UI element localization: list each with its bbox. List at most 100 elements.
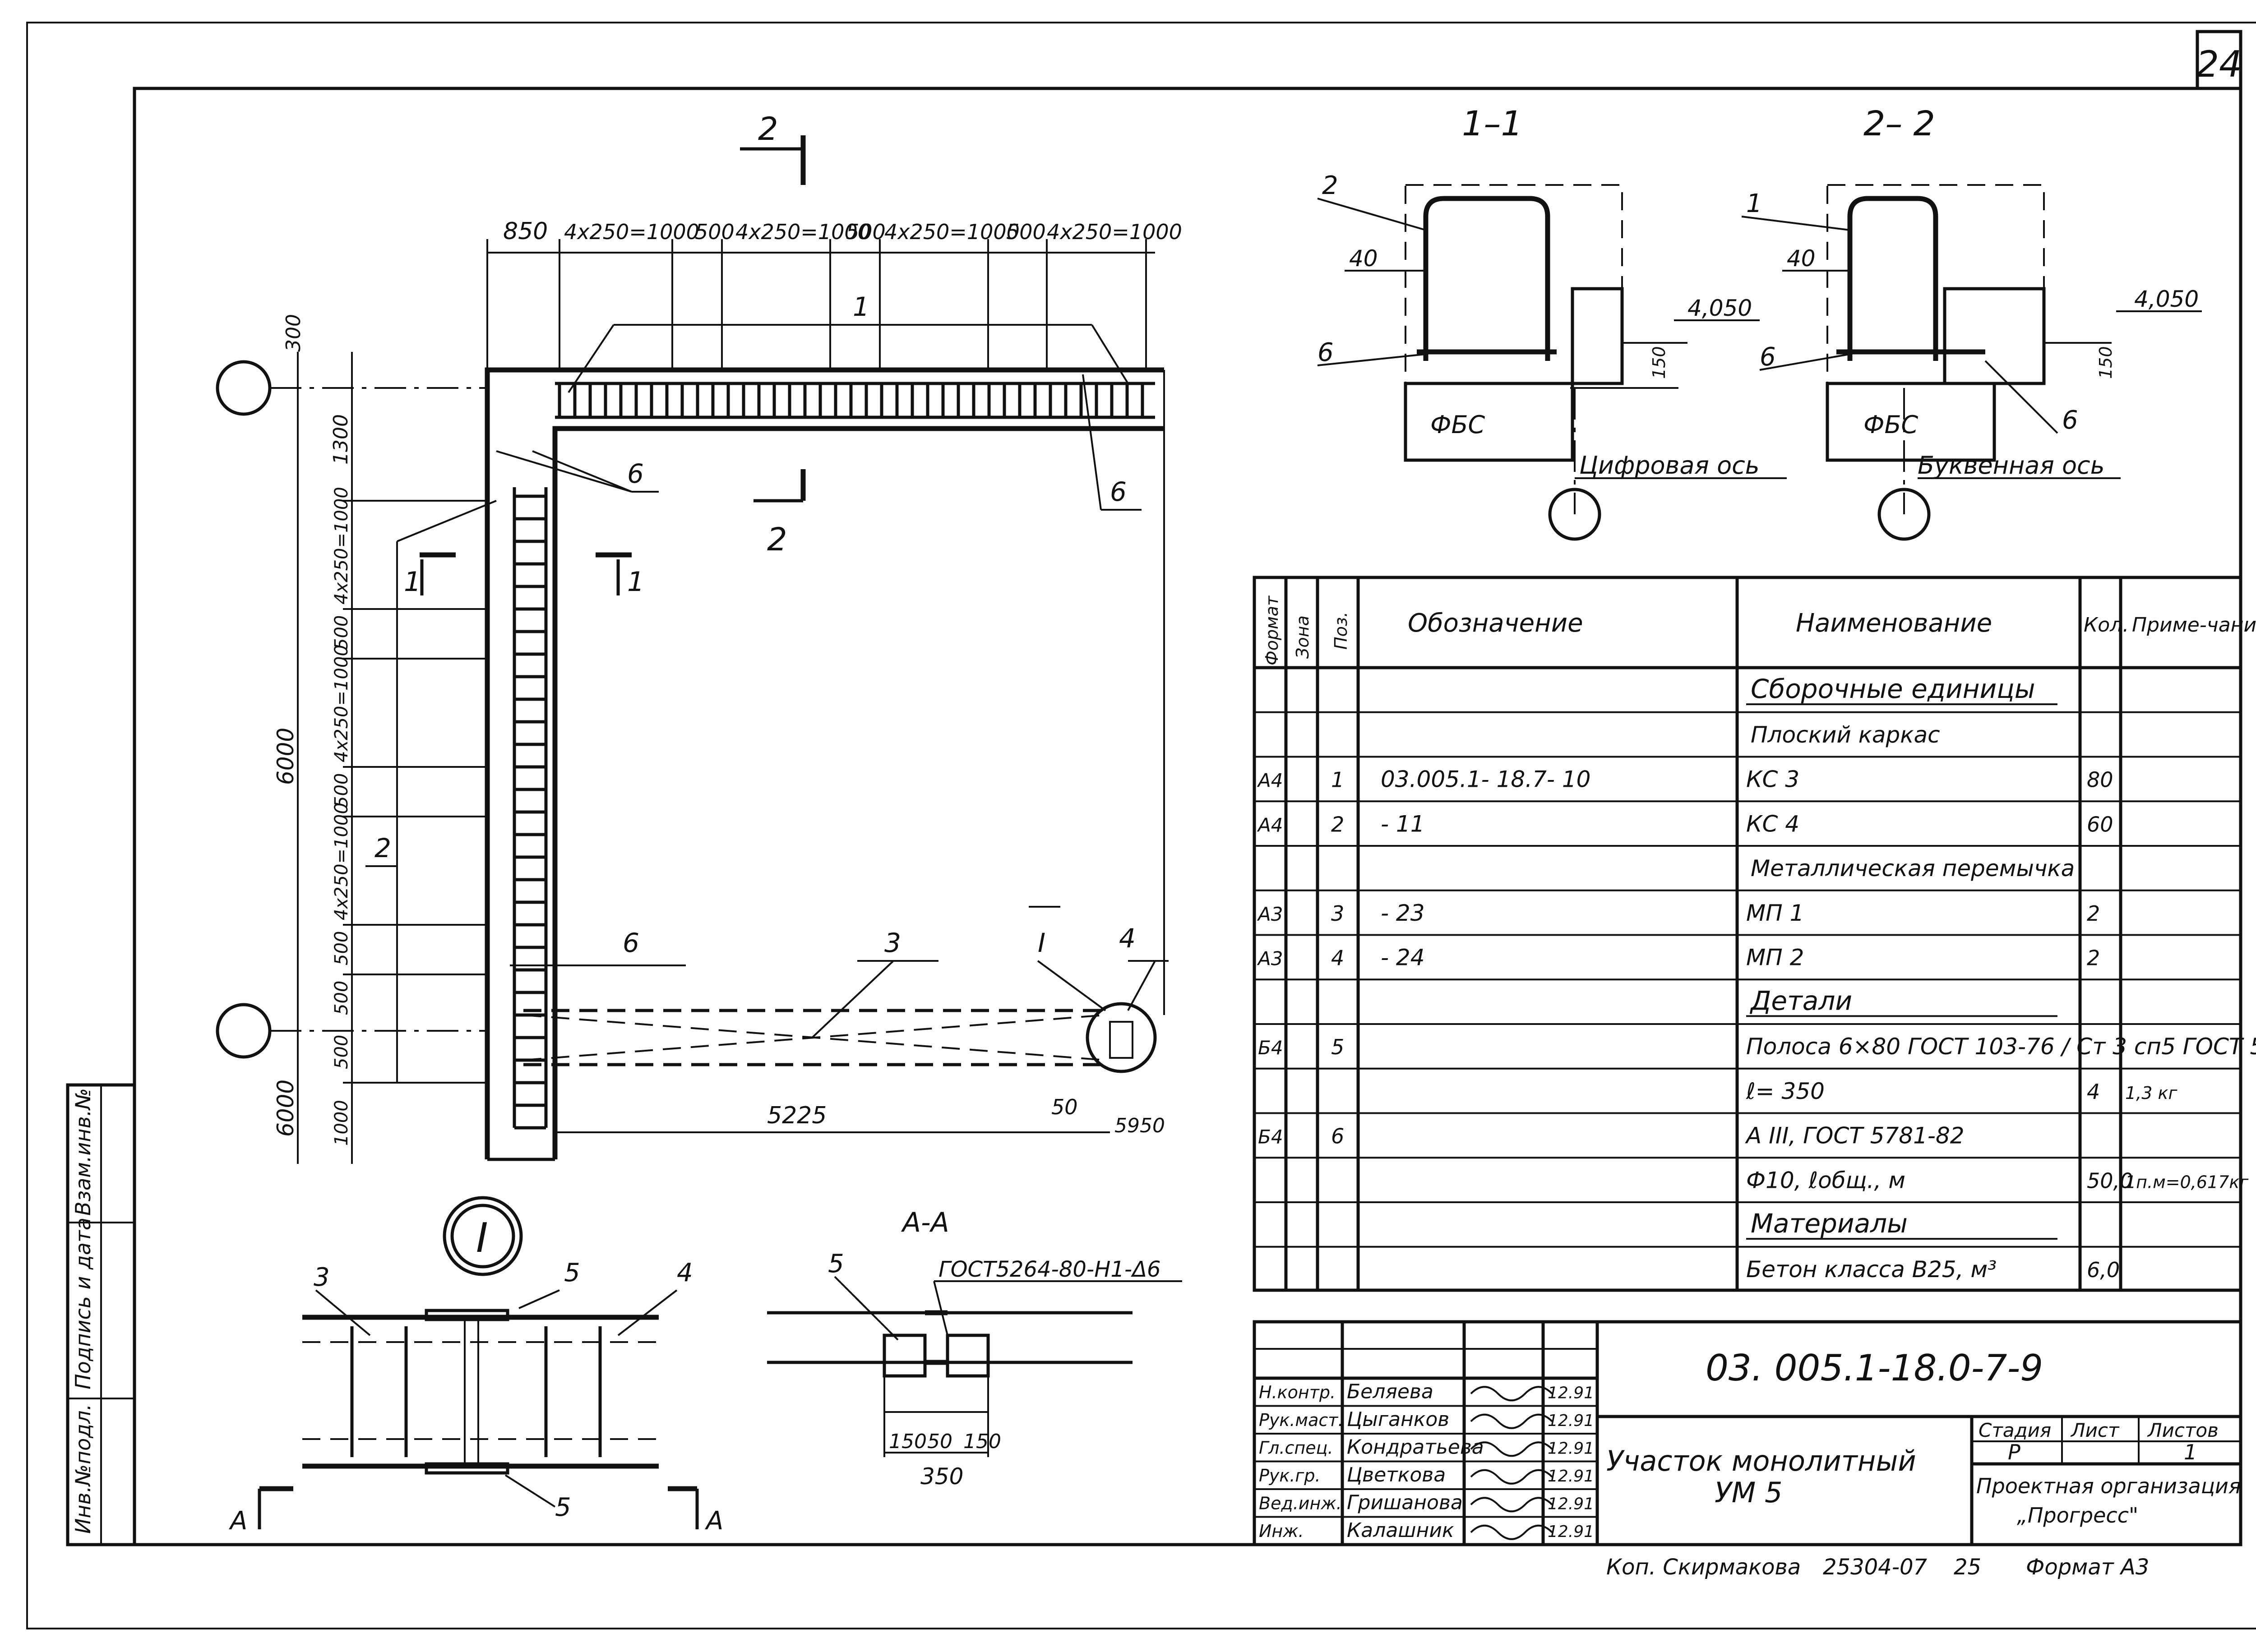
organization-line1: Проектная организация (1976, 1474, 2241, 1498)
signature-scribble (1470, 1469, 1553, 1485)
spec-cell-pos: 6 (1331, 1124, 1344, 1149)
callout-6b: 6 (1110, 476, 1127, 507)
document-code: 03. 005.1-18.0-7-9 (1706, 1347, 2043, 1389)
title-line1: Участок монолитный (1606, 1444, 1916, 1477)
footer-format: Формат А3 (2026, 1555, 2149, 1580)
top-dim-2: 500 (695, 220, 735, 244)
node-I-cut-a-left: А (229, 1506, 247, 1536)
left-dim-3: 500 (331, 615, 352, 650)
sheet-number: 24 (2196, 43, 2242, 85)
side-stamp-replace: Взам.инв.№ (71, 1088, 95, 1216)
bottom-dim-0: 5225 (767, 1102, 827, 1129)
spec-cell-format: Б4 (1258, 1037, 1283, 1059)
signature-role: Вед.инж. (1259, 1493, 1342, 1513)
signature-name: Беляева (1347, 1380, 1433, 1403)
spec-header-format: Формат (1262, 595, 1282, 665)
footer-number: 25304-07 (1823, 1555, 1928, 1580)
section-1-1-label-40: 40 (1349, 245, 1378, 272)
spec-cell-format: А3 (1257, 903, 1283, 925)
wall-inner (552, 426, 1164, 1159)
left-dim-6: 4x250=1000 (331, 803, 352, 920)
spec-cell-name: Металлическая перемычка (1751, 855, 2075, 881)
signature-name: Цыганков (1347, 1408, 1449, 1431)
section-1-1: 1–1 ФБС 2 40 6 4,050 150 Цифровая ось (1317, 103, 1787, 541)
plan-view: 850 4x250=1000 500 4x250=1000 500 4x250=… (216, 111, 1182, 1164)
spec-cell-designation: - 11 (1381, 811, 1425, 837)
top-dim-3: 4x250=1000 (735, 220, 871, 244)
callout-3: 3 (884, 928, 901, 958)
section-A-A-label-5: 5 (828, 1249, 844, 1278)
spec-cell-name: МП 1 (1746, 900, 1804, 926)
node-I-title: I (476, 1214, 488, 1262)
section-2-2-label-150: 150 (2096, 346, 2116, 379)
signature-role: Гл.спец. (1259, 1438, 1333, 1458)
signature-date: 12.91 (1548, 1439, 1594, 1458)
section-1-1-fbs: ФБС (1430, 411, 1485, 439)
section-mark-1-right: 1 (627, 566, 644, 598)
spec-cell-name: Ф10, ℓобщ., м (1746, 1167, 1905, 1193)
left-dim-2: 4x250=1000 (331, 487, 352, 605)
left-overall-0: 6000 (273, 728, 299, 785)
spec-cell-qty: 4 (2087, 1080, 2100, 1104)
section-A-A: А-А 5 ГОСТ5264-80-Н1-Δ6 150 50 150 350 (767, 1207, 1182, 1490)
spec-cell-qty: 2 (2087, 901, 2100, 926)
title-line2: УМ 5 (1715, 1476, 1782, 1509)
top-dim-5: 4x250=1000 (884, 220, 1020, 244)
section-mark-2-top: 2 (758, 111, 778, 148)
spec-cell-note: 1п.м=0,617кг (2125, 1172, 2249, 1192)
organization-line2: „Прогресс" (2017, 1503, 2138, 1527)
section-2-2-title: 2– 2 (1863, 103, 1935, 143)
footer-sheet: 25 (1954, 1555, 1981, 1580)
sheet-number-box (2196, 30, 2242, 90)
spec-cell-format: А3 (1257, 948, 1283, 970)
left-dim-1: 1300 (329, 414, 352, 465)
bottom-dim-1: 50 (1051, 1095, 1078, 1119)
section-1-1-axis: Цифровая ось (1579, 451, 1760, 480)
section-2-2-label-6b: 6 (2062, 406, 2078, 435)
spec-header-qty: Кол. (2084, 614, 2129, 637)
spec-cell-name: Бетон класса В25, м³ (1746, 1256, 1997, 1283)
spec-header-note: Приме-чание (2132, 614, 2256, 637)
node-I-label-4: 4 (677, 1258, 693, 1287)
spec-header-pos: Поз. (1331, 612, 1351, 650)
spec-cell-note: 1,3 кг (2125, 1083, 2177, 1103)
spec-cell-name: Полоса 6×80 ГОСТ 103-76 / Ст 3 сп5 ГОСТ … (1746, 1034, 2256, 1060)
signature-name: Кондратьева (1347, 1435, 1484, 1458)
left-dim-8: 500 (331, 981, 352, 1015)
left-dim-4: 4x250=1000 (331, 645, 352, 762)
signature-role: Рук.маст. (1259, 1410, 1344, 1430)
sheet-header: Лист (2070, 1419, 2120, 1441)
node-I-circle (1086, 1002, 1157, 1073)
signature-date: 12.91 (1548, 1467, 1594, 1486)
spec-cell-qty: 60 (2087, 812, 2113, 836)
spec-cell-designation: - 24 (1381, 945, 1425, 971)
node-I-detail: I 3 5 4 5 А А (229, 1196, 723, 1536)
spec-cell-name: МП 2 (1746, 945, 1804, 971)
node-mark: I (1038, 928, 1045, 958)
stage-header: Стадия (1979, 1419, 2051, 1441)
signature-name: Цветкова (1347, 1463, 1446, 1486)
left-dim-9: 500 (331, 1035, 352, 1069)
callout-6a: 6 (627, 458, 644, 489)
spec-cell-name: Детали (1749, 985, 1852, 1016)
section-mark-1-left: 1 (404, 566, 421, 598)
section-1-1-title: 1–1 (1462, 103, 1523, 143)
callout-6c: 6 (623, 928, 639, 958)
left-dim-7: 500 (331, 931, 352, 965)
spec-header-zone: Зона (1293, 615, 1313, 659)
left-dim-0: 300 (282, 314, 305, 352)
section-2-2-fbs: ФБС (1863, 411, 1919, 439)
spec-cell-designation: - 23 (1381, 900, 1425, 926)
spec-cell-pos: 5 (1331, 1035, 1344, 1059)
spec-header-designation: Обозначение (1408, 609, 1583, 638)
signature-scribble (1470, 1524, 1553, 1540)
spec-table: Формат Зона Поз. Обозначение Наименовани… (1253, 576, 2256, 1292)
side-stamp-sign: Подпись и дата (71, 1218, 95, 1389)
node-I-label-5a: 5 (564, 1258, 580, 1287)
spec-cell-format: А4 (1257, 814, 1283, 836)
section-A-A-weld: ГОСТ5264-80-Н1-Δ6 (938, 1257, 1161, 1282)
signature-role: Инж. (1259, 1521, 1304, 1541)
footer: Коп. Скирмакова 25304-07 25 Формат А3 (1606, 1555, 2149, 1580)
